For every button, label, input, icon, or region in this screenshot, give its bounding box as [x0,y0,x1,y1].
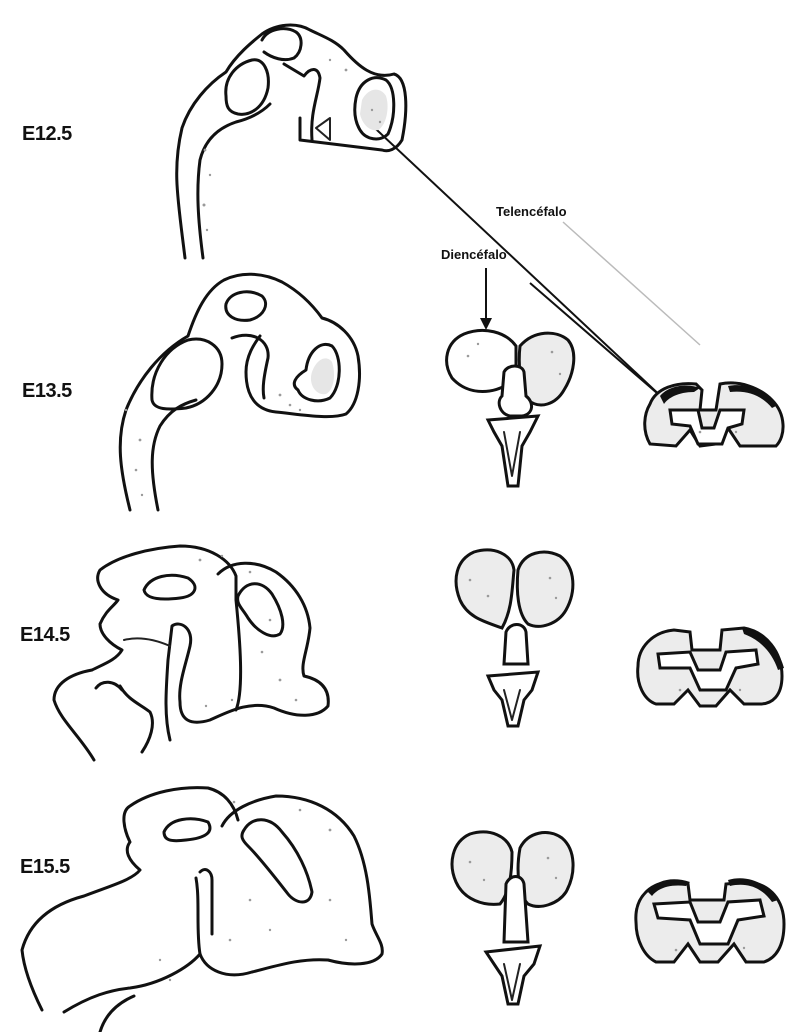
sagittal-e13-5 [120,274,359,510]
dorsal-view-e15-5 [452,832,573,1004]
leader-line-telencephalon [563,222,700,345]
callout-telencephalon: Telencéfalo [496,204,567,219]
callout-diencephalon: Diencéfalo [441,247,507,262]
coronal-section-e15-5 [636,878,784,962]
sagittal-e14-5 [54,546,328,760]
sagittal-e15-5 [22,788,382,1032]
stage-label-e13-5: E13.5 [22,380,72,402]
dorsal-view-e13-5 [447,330,574,486]
leader-line-sagittal-to-telencephalon [363,117,665,400]
dorsal-view-e14-5 [456,550,573,726]
coronal-section-e13-5 [645,383,783,446]
diencephalon-arrow-head [480,318,492,330]
stage-label-e15-5: E15.5 [20,856,70,878]
coronal-section-e14-5 [638,628,784,706]
stage-label-e12-5: E12.5 [22,123,72,145]
stage-label-e14-5: E14.5 [20,624,70,646]
sagittal-e12-5 [177,25,406,258]
